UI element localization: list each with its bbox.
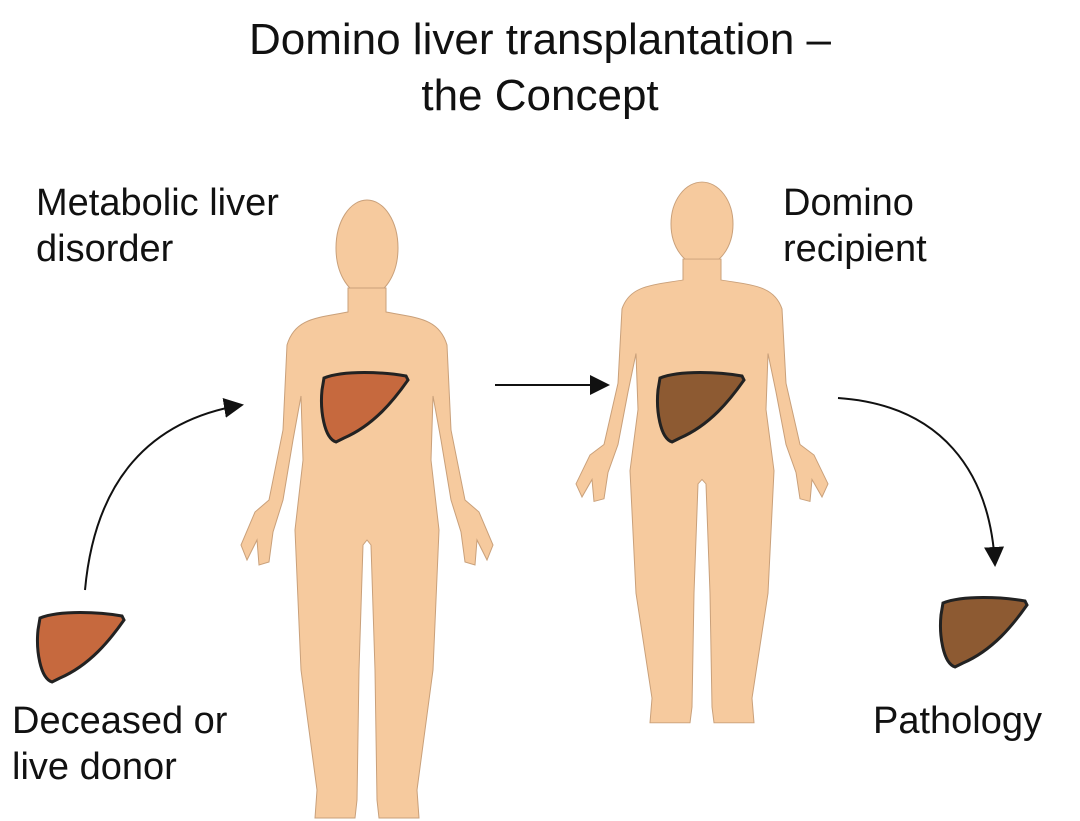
arrow-recipient-to-pathology	[837, 397, 1005, 567]
patient-body	[240, 199, 494, 819]
arrow-donor-to-patient	[84, 398, 244, 591]
pathology-liver	[939, 596, 1029, 669]
donor-liver	[36, 611, 126, 684]
label-metabolic-disorder: Metabolic liver disorder	[36, 182, 279, 270]
diagram-title: Domino liver transplantation – the Conce…	[248, 15, 832, 120]
label-domino-recipient: Domino recipient	[783, 182, 927, 270]
label-pathology: Pathology	[873, 700, 1043, 742]
label-donor: Deceased or live donor	[12, 700, 228, 788]
